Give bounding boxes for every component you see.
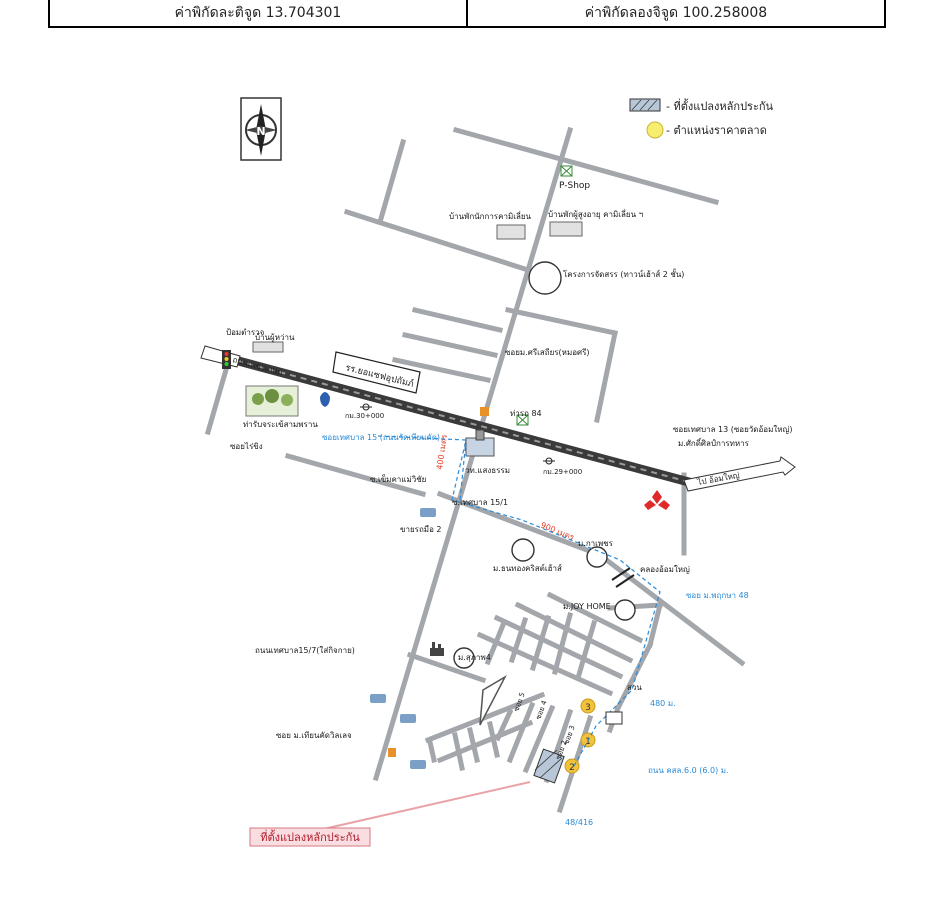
pshop-icon: [560, 165, 573, 177]
svg-text:3: 3: [585, 703, 591, 713]
road-ksl-label: ถนน คสล.6.0 (6.0) ม.: [648, 766, 729, 775]
road-1557-label: ถนนเทศบาล15/7(ใส่กิจกาย): [255, 646, 355, 655]
park-label: ท่ารับจระเข้สามพราน: [243, 420, 318, 429]
subject-lot: [533, 748, 565, 784]
compass-letter: N: [256, 125, 265, 138]
svg-text:ที่ตั้งแปลงหลักประกัน: ที่ตั้งแปลงหลักประกัน: [260, 829, 360, 844]
soi-15-label: ซอยเทศบาล 15 (ถนนวัดเทียนดัด): [322, 433, 440, 442]
soi-2-label: ซอย 2: [554, 739, 568, 760]
mitsubishi-icon: [644, 490, 670, 510]
pier-label: ท่ารถ 84: [510, 409, 542, 418]
store-icons: [388, 407, 489, 757]
route-lines: [377, 435, 661, 767]
svg-text:2: 2: [569, 763, 575, 773]
soi-15-1-label: ซ.เทศบาล 15/1: [452, 498, 508, 507]
baan-sak-label: ม.ศักดิ์ศิลป์การทหาร: [678, 437, 750, 448]
coordinate-table: ค่าพิกัดละติจูด 13.704301 ค่าพิกัดลองจิจ…: [48, 0, 886, 28]
car-icons: [370, 508, 436, 769]
suan-box: [605, 711, 623, 725]
legend-plot-label: - ที่ตั้งแปลงหลักประกัน: [666, 98, 774, 113]
kaphet-label: ม.กาเพชร: [578, 539, 614, 548]
soi-sri-label: ซอยม.ศรีเสถียร(หมอศรี): [505, 348, 590, 357]
highway-label: ถนนเพชรเกษม: [231, 355, 283, 377]
legend: - ที่ตั้งแปลงหลักประกัน - ตำแหน่งราคาตลา…: [629, 98, 774, 139]
suphap-label: ม.สุภาพ4: [458, 653, 491, 662]
car-shop-label: ขายรถมือ 2: [400, 525, 442, 534]
legend-price-swatch: [646, 121, 664, 139]
soi-side-label: ซ.เข็มคาแม่วิชัย: [370, 474, 426, 484]
marker-3: [580, 698, 596, 714]
km29-label: กม.29+000: [543, 468, 582, 476]
village1-label: บ้านพักนักการคามิเลี่ยน: [449, 210, 532, 221]
soi-13-label: ซอยเทศบาล 13 (ซอยวัดอ้อมใหญ่): [673, 425, 792, 434]
pshop-label: P-Shop: [559, 181, 590, 191]
soi-rai-label: ซอยไร่ขิง: [230, 442, 263, 451]
km-markers: [360, 403, 555, 465]
canal-label: คลองอ้อมใหญ่: [640, 565, 690, 574]
police-label: ป้อมตำรวจ: [226, 328, 265, 337]
suan-label: สวน: [627, 683, 642, 692]
project-circle: [528, 261, 562, 295]
joyhome-label: ม.JOY HOME: [563, 602, 611, 611]
gas-station-icon: [320, 392, 330, 407]
temple-icon: [465, 429, 495, 457]
house-label: บ้านผู้หว่าน: [255, 333, 295, 343]
canal-bridge: [611, 567, 635, 588]
temple-label: วท.แสงธรรม: [465, 466, 510, 475]
compass-icon: N: [240, 97, 282, 161]
village-nam-label: ม.ธนทองคริสต์เฮ้าส์: [493, 563, 562, 573]
legend-plot-swatch: [629, 98, 661, 112]
project-label: โครงการจัดสรร (ทาวน์เฮ้าส์ 2 ชั้น): [563, 268, 684, 279]
building-icons: [252, 221, 583, 353]
park-icon: [245, 385, 299, 417]
subject-label-box: ที่ตั้งแปลงหลักประกัน: [249, 827, 371, 847]
svg-text:1: 1: [585, 737, 591, 747]
latitude-cell: ค่าพิกัดละติจูด 13.704301: [174, 5, 342, 21]
longitude-cell: ค่าพิกัดลองจิจูด 100.258008: [466, 0, 884, 26]
km30-label: กม.30+000: [345, 412, 384, 420]
soi-prueksa-label: ซอย ม.พฤกษา 48: [686, 591, 749, 600]
pier-icon: [516, 414, 529, 426]
traffic-light-icon: [222, 350, 231, 369]
legend-price-label: - ตำแหน่งราคาตลาด: [666, 124, 767, 137]
soi-chen-label: ซอย ม.เทียนคัดวิลเลจ: [276, 731, 352, 740]
lot-number-label: 48/416: [565, 818, 593, 827]
village2-label: บ้านพักผู้สูงอายุ คามิเลี่ยน ฯ: [548, 208, 643, 220]
dist-480-label: 480 ม.: [650, 699, 676, 708]
factory-icon: [430, 642, 444, 656]
